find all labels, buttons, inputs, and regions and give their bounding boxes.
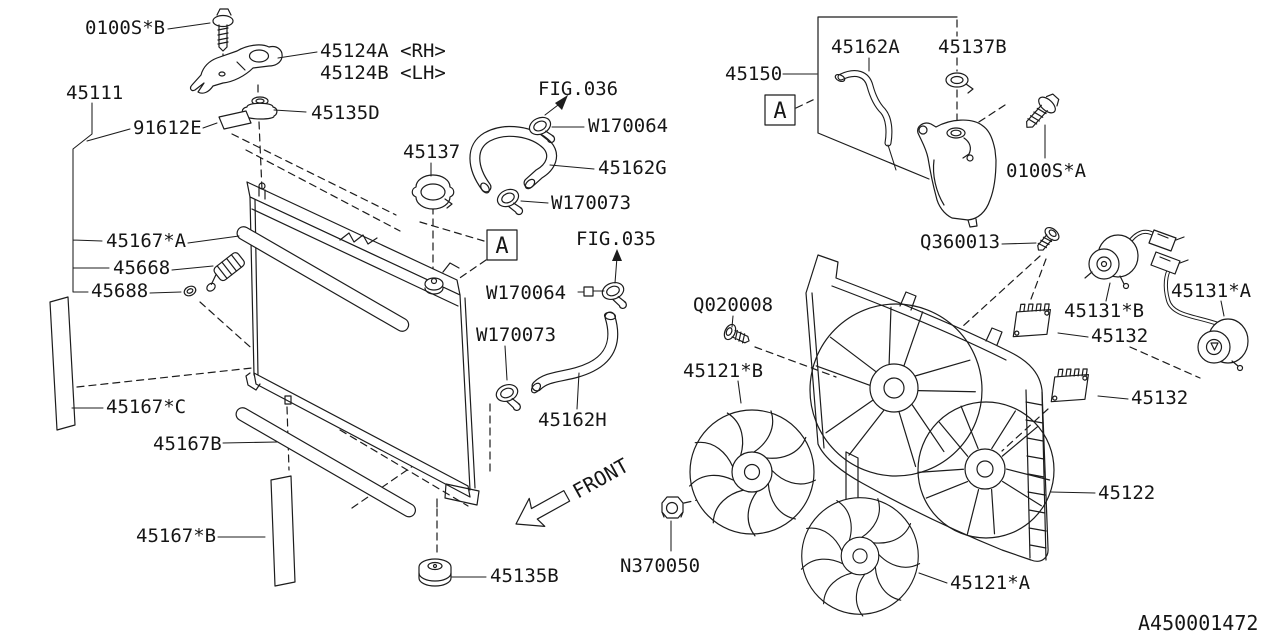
fan-b-drawing (688, 409, 817, 537)
part-label-45668[interactable]: 45668 (113, 257, 170, 279)
part-label-45124a[interactable]: 45124A <RH> (320, 40, 446, 62)
fig-ref-035[interactable]: FIG.035 (576, 228, 656, 250)
reservoir-tank-drawing (817, 16, 1064, 228)
part-label-0100s-b[interactable]: 0100S*B (85, 17, 165, 39)
radiator-drawing (245, 181, 480, 508)
part-label-45162a[interactable]: 45162A (831, 36, 900, 58)
part-label-45688[interactable]: 45688 (91, 280, 148, 302)
radiator-cap-drawing (411, 174, 455, 210)
upper-hose-drawing (469, 126, 558, 194)
part-label-w170073-2[interactable]: W170073 (476, 324, 556, 346)
part-label-n370050[interactable]: N370050 (620, 555, 700, 577)
part-label-45131a[interactable]: 45131*A (1171, 280, 1252, 302)
part-label-q020008[interactable]: Q020008 (693, 294, 773, 316)
part-label-w170073[interactable]: W170073 (551, 192, 631, 214)
part-label-45167b-plate[interactable]: 45167B (153, 433, 222, 455)
part-label-45135b[interactable]: 45135B (490, 565, 559, 587)
part-label-45131b[interactable]: 45131*B (1064, 300, 1144, 322)
part-label-45167b[interactable]: 45167*B (136, 525, 216, 547)
part-label-45111[interactable]: 45111 (66, 82, 123, 104)
part-label-w170064[interactable]: W170064 (588, 115, 668, 137)
fan-motors-drawing (1012, 229, 1249, 407)
fan-shroud-drawing (805, 254, 1055, 562)
upper-bracket-drawing (189, 8, 283, 130)
detail-marker-a-reservoir: A (764, 94, 796, 126)
fig-035-arrow-icon (612, 249, 622, 261)
part-label-45162h[interactable]: 45162H (538, 409, 607, 431)
part-label-45124b[interactable]: 45124B <LH> (320, 62, 446, 84)
fan-a-drawing (800, 497, 921, 618)
part-label-91612e[interactable]: 91612E (133, 117, 202, 139)
hose-clamp-icon (494, 185, 527, 222)
lower-hose-drawing (530, 311, 619, 394)
hose-clamp-icon (493, 381, 525, 417)
part-label-45121b[interactable]: 45121*B (683, 360, 763, 382)
part-label-45122[interactable]: 45122 (1098, 482, 1155, 504)
drain-cock-drawing (183, 252, 245, 297)
part-label-w170064-2[interactable]: W170064 (486, 282, 566, 304)
detail-marker-a-radiator: A (486, 229, 518, 261)
leader-lines (71, 22, 1225, 584)
part-label-0100s-a[interactable]: 0100S*A (1006, 160, 1087, 182)
part-label-q360013[interactable]: Q360013 (920, 231, 1000, 253)
front-label: FRONT (568, 453, 632, 503)
part-label-45135d[interactable]: 45135D (311, 102, 380, 124)
front-direction-indicator: FRONT (515, 453, 633, 527)
part-labels: 0100S*B 45124A <RH> 45124B <LH> 45111 91… (66, 17, 1252, 594)
hose-clamp-icon (599, 279, 631, 315)
lower-cushion-drawing (418, 558, 452, 587)
part-label-45121a[interactable]: 45121*A (950, 572, 1031, 594)
fig-036-arrow-icon (555, 95, 568, 110)
radiator-seal-strips (49, 226, 417, 587)
fig-ref-036[interactable]: FIG.036 (538, 78, 618, 100)
part-label-45132-2[interactable]: 45132 (1131, 387, 1188, 409)
marker-a-letter: A (495, 234, 508, 259)
screw-q360013-drawing (1031, 224, 1062, 256)
marker-a-letter: A (773, 99, 786, 124)
nut-n370050-drawing (661, 496, 684, 519)
part-label-45162g[interactable]: 45162G (598, 157, 667, 179)
screw-q020008-drawing (721, 322, 754, 349)
part-label-45150[interactable]: 45150 (725, 63, 782, 85)
part-label-45137b[interactable]: 45137B (938, 36, 1007, 58)
part-label-45132-1[interactable]: 45132 (1091, 325, 1148, 347)
drawing-number: A450001472 (1138, 611, 1258, 635)
part-label-45137[interactable]: 45137 (403, 141, 460, 163)
part-label-45167a[interactable]: 45167*A (106, 230, 187, 252)
part-label-45167c[interactable]: 45167*C (106, 396, 186, 418)
